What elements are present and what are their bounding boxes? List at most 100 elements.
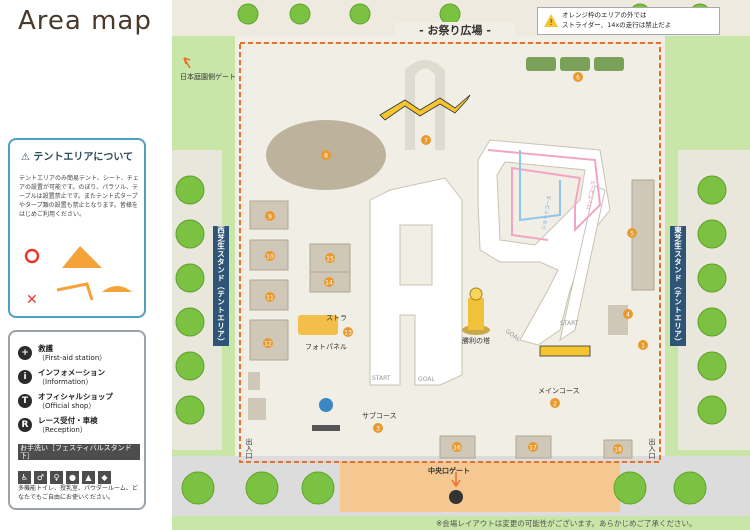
marker-8 (321, 150, 331, 160)
podium-trophy (469, 287, 483, 301)
garden-gate-label: 日本庭園側ゲート (180, 73, 236, 81)
tent-area-card: ⚠ テントエリアについて テントエリアのみ簡易テント、シート、チェアの設置が可能… (8, 138, 146, 318)
marker-14 (324, 277, 334, 287)
marker-10 (265, 251, 275, 261)
no-ride-boundary (239, 42, 661, 463)
marker-1 (638, 340, 648, 350)
marker-6 (573, 72, 583, 82)
woman-icon: ♀ (50, 471, 63, 484)
marker-label-10: 10 (266, 254, 274, 261)
allowed-icon (24, 248, 40, 264)
marker-label-16: 16 (453, 445, 461, 452)
tree (175, 351, 205, 381)
tree (697, 395, 727, 425)
legend-card: + 救護（First-aid station） i インフォメーション（Info… (8, 330, 146, 510)
toilet-note: 多機能トイレ、授乳室、パウダールーム、どなたでもご自由にお使いください。 (18, 485, 138, 501)
footnote: ※会場レイアウトは変更の可能性がございます。あらかじめご了承ください。 (436, 519, 697, 528)
marker-label-11: 11 (266, 295, 274, 302)
sub-course-label: サブコース (362, 412, 397, 420)
marker-label-4: 4 (626, 312, 630, 319)
tree (697, 307, 727, 337)
tree (175, 307, 205, 337)
truck-6a (526, 57, 556, 71)
start-sub-label: START (372, 375, 391, 382)
tree (175, 175, 205, 205)
central-gate-label: 中央口ゲート (428, 467, 470, 475)
marker-label-12: 12 (264, 341, 272, 348)
marker-label-7: 7 (424, 138, 428, 145)
marker-2 (550, 398, 560, 408)
main-stage-gate (539, 345, 591, 357)
tree (697, 263, 727, 293)
marker-11 (265, 292, 275, 302)
marker-5 (627, 228, 637, 238)
marker-4 (623, 309, 633, 319)
bottom-stand (340, 462, 620, 512)
photo-panel-label: フォトパネル (305, 343, 347, 351)
warning-text: オレンジ枠のエリアの外ではストライダー、14xの走行は禁止だよ (562, 11, 672, 29)
stora-label: ストラ (326, 314, 347, 322)
baby-icon: ● (66, 471, 79, 484)
marker-13 (343, 327, 353, 337)
podium (468, 298, 484, 330)
booth-left-small (248, 372, 260, 390)
marker-label-5: 5 (630, 231, 634, 238)
u-ramp (405, 60, 445, 150)
stora-truck (298, 315, 338, 335)
main-course-ramp (559, 185, 606, 342)
side-gate-right-label: 出入口 (648, 438, 656, 459)
man-icon: ♂ (34, 471, 47, 484)
parasol-icon (102, 286, 132, 292)
marker-label-1: 1 (641, 343, 645, 350)
tent-icon (62, 246, 102, 268)
marker-18 (613, 444, 623, 454)
sub-course (369, 177, 463, 386)
start-main-label: START (560, 320, 579, 327)
tree (697, 219, 727, 249)
course-blue-line (519, 150, 561, 222)
central-gate-icon (449, 490, 463, 504)
booth-left-info (248, 398, 266, 420)
powder-room-icon: ◆ (98, 471, 111, 484)
tree (175, 219, 205, 249)
marker-9 (265, 211, 275, 221)
goal-sub-label: GOAL (418, 376, 435, 383)
marker-label-8: 8 (324, 153, 328, 160)
tent-area-body: テントエリアのみ簡易テント、シート、チェアの設置が可能です。のぼり、パラソル、テ… (19, 175, 139, 218)
zigzag-track (379, 94, 471, 121)
side-gate-left-label: 出入口 (245, 438, 253, 459)
tree (697, 351, 727, 381)
marker-label-18: 18 (614, 447, 622, 454)
central-gate-arrow (451, 472, 461, 488)
marker-label-15: 15 (326, 256, 334, 263)
tree (613, 471, 647, 505)
tree (349, 3, 371, 25)
marker-17 (528, 442, 538, 452)
tree (181, 471, 215, 505)
course-pink-line (487, 149, 602, 241)
truck-6c (594, 57, 624, 71)
tent-rule-illustration: ✕ (24, 246, 132, 308)
globe-statue-base (312, 425, 340, 431)
reception-icon: R (18, 418, 32, 432)
east-stand-label: 東芝生スタンド（テントエリア） (670, 226, 686, 346)
tree (245, 471, 279, 505)
main-course (477, 139, 611, 346)
prohibited-icon: ✕ (26, 292, 38, 308)
tree (301, 471, 335, 505)
marker-3 (373, 423, 383, 433)
toilet-icons: ♿♂♀●▲◆ (18, 465, 114, 484)
marker-label-2: 2 (553, 401, 557, 408)
marker-label-14: 14 (325, 280, 333, 287)
map-title: Area map (18, 6, 152, 36)
legend-toilet: お手洗い［フェスティバルスタンド下］（Toilet） (18, 444, 140, 468)
marker-label-17: 17 (529, 445, 537, 452)
trees (175, 3, 727, 505)
tree (439, 3, 461, 25)
tree (289, 3, 311, 25)
tree (237, 3, 259, 25)
marker-16 (452, 442, 462, 452)
marker-15 (325, 253, 335, 263)
marker-label-13: 13 (344, 330, 352, 337)
